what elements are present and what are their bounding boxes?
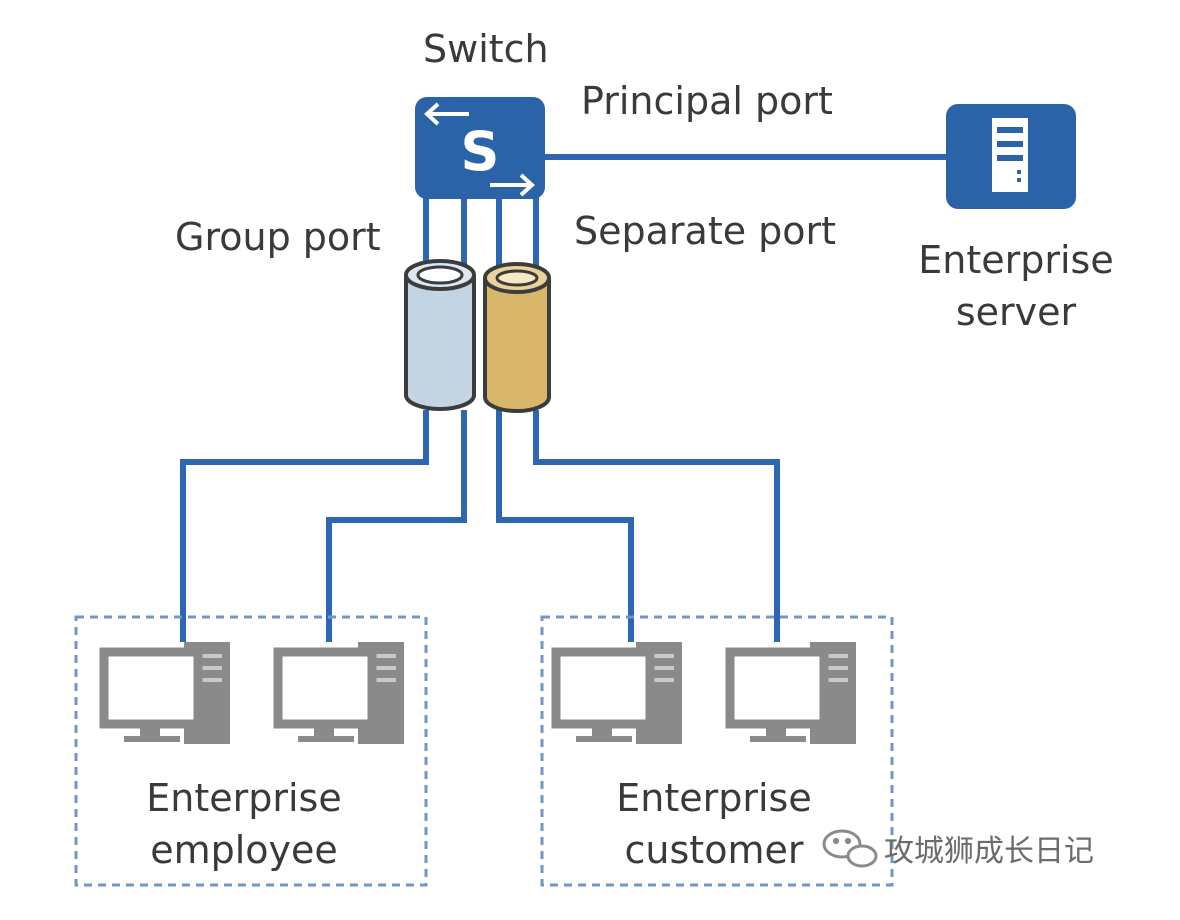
pc-icon	[99, 642, 230, 744]
separate-port-cylinder	[483, 262, 551, 413]
server-icon	[946, 104, 1076, 209]
employee-group-box	[74, 615, 428, 887]
pc-icon	[273, 642, 404, 744]
pc-icon	[551, 642, 682, 744]
link-separate-to-customer-pc-1	[496, 410, 634, 642]
enterprise-customer-label: Enterprise customer	[604, 772, 824, 876]
switch-label: Switch	[423, 27, 549, 71]
customer-label-line-2: customer	[624, 828, 804, 872]
employee-label-line-2: employee	[150, 828, 338, 872]
separate-port-label: Separate port	[574, 209, 837, 253]
switch-letter: S	[461, 120, 500, 183]
group-port-label: Group port	[175, 215, 381, 259]
wechat-logo-icon	[822, 829, 878, 868]
employee-label-line-1: Enterprise	[146, 776, 342, 820]
server-label-line-2: server	[955, 290, 1077, 334]
link-group-to-employee-pc-2	[326, 410, 467, 642]
enterprise-server-label: Enterprise server	[906, 234, 1126, 338]
pc-icon	[725, 642, 856, 744]
group-port-cylinder	[404, 259, 476, 411]
enterprise-employee-label: Enterprise employee	[134, 772, 354, 876]
server-label-line-1: Enterprise	[918, 238, 1114, 282]
customer-label-line-1: Enterprise	[616, 776, 812, 820]
link-separate-to-customer-pc-2	[533, 410, 780, 642]
principal-port-label: Principal port	[581, 79, 833, 123]
watermark-text: 攻城狮成长日记	[884, 834, 1094, 869]
customer-group-box	[540, 615, 894, 887]
link-group-to-employee-pc-1	[180, 410, 429, 642]
switch-icon: S	[415, 97, 545, 199]
network-links	[180, 154, 948, 642]
